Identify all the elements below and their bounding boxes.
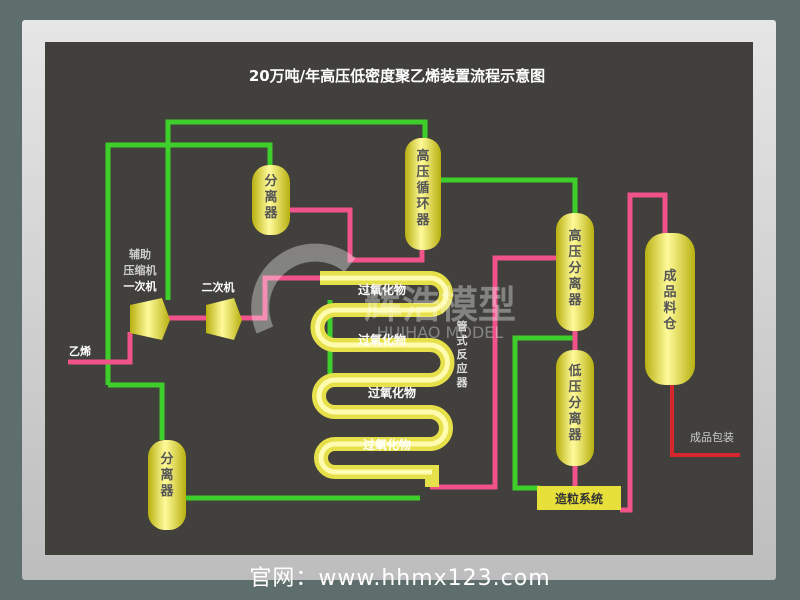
ethylene-label: 乙烯 (69, 344, 91, 358)
peroxide-label-4: 过氧化物 (363, 437, 411, 452)
hp-circulator-vessel (405, 138, 441, 250)
aux-label-2: 压缩机 (124, 263, 157, 277)
diagram-title: 20万吨/年高压低密度聚乙烯装置流程示意图 (249, 67, 545, 85)
packaging-line (670, 385, 740, 457)
website-caption: 官网：www.hhmx123.com (249, 566, 551, 591)
hp-circulator-label: 高压循环器 (415, 148, 430, 228)
peroxide-label-1: 过氧化物 (358, 282, 406, 297)
secondary-compressor-icon (206, 298, 242, 340)
tubular-reactor-label: 管式反应器 (456, 319, 469, 389)
product-bin-vessel (645, 233, 695, 385)
product-bin-label: 成品料仓 (662, 268, 677, 332)
watermark: 辉浩模型 HUIHAO MODEL (251, 243, 516, 342)
lp-separator-vessel (556, 350, 594, 466)
hp-separator-vessel (556, 213, 594, 331)
reactor-highlight (315, 275, 450, 475)
watermark-logo (251, 243, 356, 334)
vessel-labels: 分离器 高压循环器 高压分离器 低压分离器 成品料仓 分离器 管式反应器 (159, 148, 677, 499)
granulation-system-box (537, 486, 621, 510)
peroxide-label-3: 过氧化物 (368, 385, 416, 400)
peroxide-label-2: 过氧化物 (358, 332, 406, 347)
aux-compressor-icon (130, 298, 170, 340)
packaging-label: 成品包装 (690, 431, 734, 444)
separator-bottom-label: 分离器 (159, 451, 174, 499)
watermark-cn: 辉浩模型 (364, 283, 516, 327)
product-lines (68, 192, 668, 513)
aux-label-3: 一次机 (124, 279, 157, 293)
aux-label-1: 辅助 (129, 247, 151, 261)
granulation-label: 造粒系统 (555, 491, 603, 506)
separator-bottom-vessel (148, 440, 186, 530)
lp-separator-label: 低压分离器 (567, 363, 582, 443)
hp-separator-label: 高压分离器 (567, 228, 582, 308)
separator-top-label: 分离器 (263, 173, 278, 221)
secondary-compressor-label: 二次机 (202, 280, 235, 294)
separator-top-vessel (252, 165, 290, 235)
watermark-en: HUIHAO MODEL (377, 323, 504, 342)
